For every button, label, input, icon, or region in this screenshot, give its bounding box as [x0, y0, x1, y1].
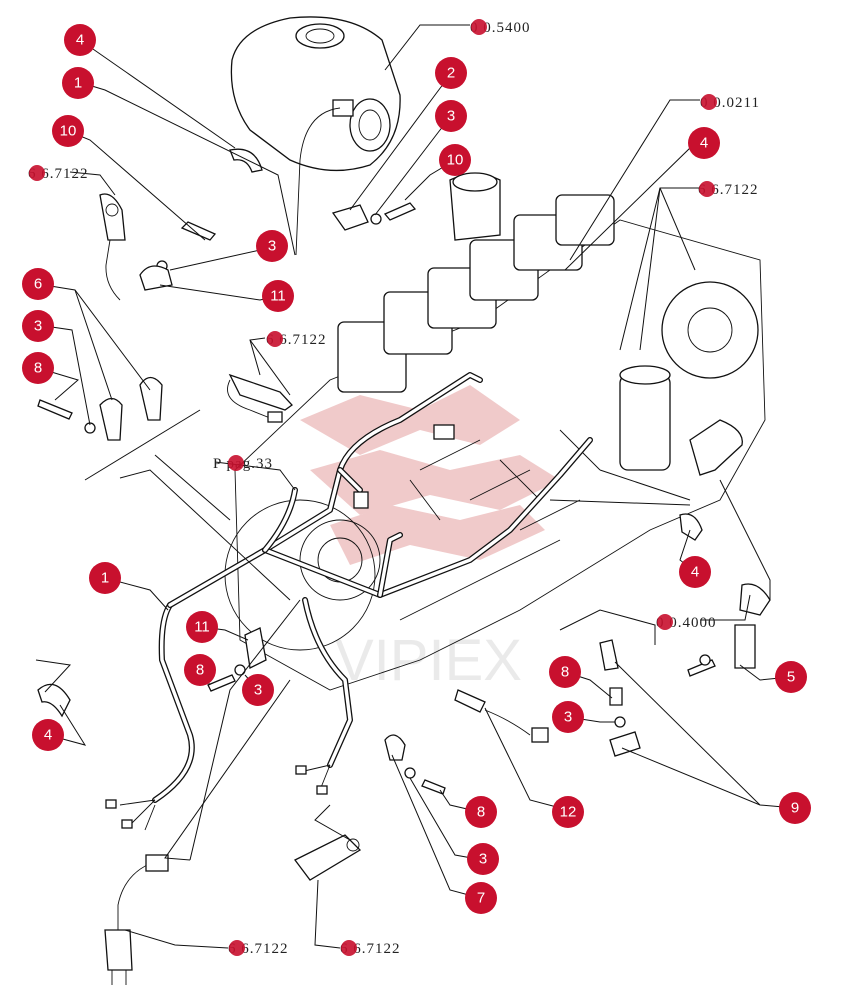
svg-text:2: 2 — [447, 65, 455, 82]
callout-marker[interactable]: 2 — [435, 57, 467, 89]
callout-marker[interactable]: 4 — [688, 127, 720, 159]
svg-text:8: 8 — [477, 804, 485, 821]
watermark: VIPIEX — [300, 385, 560, 693]
svg-text:4: 4 — [700, 135, 708, 152]
svg-text:8: 8 — [34, 360, 42, 377]
callout-marker[interactable]: 8 — [184, 654, 216, 686]
callout-marker[interactable]: 8 — [549, 656, 581, 688]
callout-marker[interactable]: 4 — [64, 24, 96, 56]
svg-text:3: 3 — [447, 108, 455, 125]
svg-text:4: 4 — [691, 564, 699, 581]
callout-marker[interactable]: 8 — [465, 796, 497, 828]
svg-text:6: 6 — [34, 276, 42, 293]
callout-marker[interactable]: 3 — [256, 230, 288, 262]
callout-marker[interactable]: 9 — [779, 792, 811, 824]
callout-marker[interactable]: 10 — [52, 115, 84, 147]
callout-marker[interactable]: 3 — [435, 100, 467, 132]
wiring-harness — [105, 372, 593, 831]
callout-marker[interactable]: 10 — [439, 144, 471, 176]
svg-text:3: 3 — [564, 709, 572, 726]
callout-marker[interactable]: 1 — [62, 67, 94, 99]
callouts: 4 1 10 2 3 10 4 3 11 6 3 8 1 11 8 3 4 4 … — [22, 24, 811, 914]
svg-text:1: 1 — [74, 75, 82, 92]
svg-text:8: 8 — [561, 664, 569, 681]
svg-text:11: 11 — [270, 288, 286, 305]
svg-text:3: 3 — [34, 318, 42, 335]
sensors-and-clamps — [37, 148, 771, 985]
svg-text:3: 3 — [254, 682, 262, 699]
callout-marker[interactable]: 6 — [22, 268, 54, 300]
callout-marker[interactable]: 4 — [32, 719, 64, 751]
svg-text:3: 3 — [268, 238, 276, 255]
watermark-text: VIPIEX — [335, 628, 522, 693]
svg-text:11: 11 — [194, 619, 210, 636]
callout-marker[interactable]: 3 — [242, 674, 274, 706]
reference-badges — [29, 19, 717, 956]
svg-text:8: 8 — [196, 662, 204, 679]
engine-block-drawing — [224, 172, 766, 691]
callout-marker[interactable]: 11 — [186, 611, 218, 643]
callout-marker[interactable]: 3 — [467, 843, 499, 875]
svg-text:10: 10 — [447, 152, 464, 169]
svg-text:3: 3 — [479, 851, 487, 868]
svg-text:5: 5 — [787, 669, 795, 686]
callout-marker[interactable]: 3 — [552, 701, 584, 733]
callout-marker[interactable]: 1 — [89, 562, 121, 594]
callout-marker[interactable]: 3 — [22, 310, 54, 342]
svg-text:4: 4 — [44, 727, 52, 744]
svg-text:1: 1 — [101, 570, 109, 587]
callout-marker[interactable]: 11 — [262, 280, 294, 312]
callout-marker[interactable]: 12 — [552, 796, 584, 828]
callout-marker[interactable]: 7 — [465, 882, 497, 914]
turbocharger-drawing — [230, 16, 401, 256]
svg-text:9: 9 — [791, 800, 799, 817]
callout-marker[interactable]: 4 — [679, 556, 711, 588]
watermark-logo-icon — [300, 385, 560, 565]
svg-text:4: 4 — [76, 32, 84, 49]
svg-text:10: 10 — [60, 123, 77, 140]
svg-text:7: 7 — [477, 890, 485, 907]
svg-text:12: 12 — [560, 804, 577, 821]
callout-marker[interactable]: 5 — [775, 661, 807, 693]
callout-marker[interactable]: 8 — [22, 352, 54, 384]
